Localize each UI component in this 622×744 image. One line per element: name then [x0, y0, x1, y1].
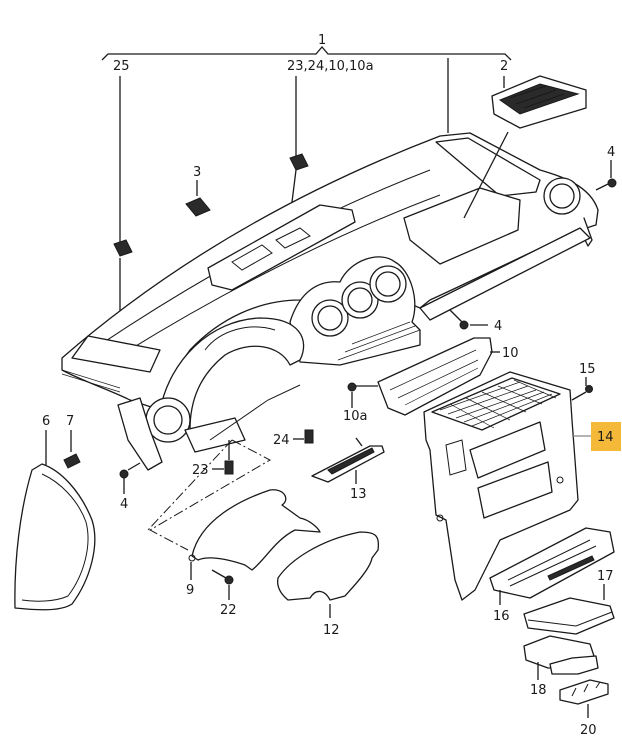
- callout-14-highlight[interactable]: 14: [572, 422, 621, 451]
- part-4-screw-right[interactable]: 4: [595, 145, 617, 191]
- part-4-screw-center[interactable]: 4: [449, 309, 502, 334]
- part-3-clip[interactable]: 3: [185, 165, 211, 217]
- label-24[interactable]: 24: [273, 433, 290, 448]
- part-9-column-cover-upper[interactable]: 9: [186, 489, 321, 598]
- label-6[interactable]: 6: [42, 414, 50, 429]
- part-10a-bolt[interactable]: 10a: [343, 382, 378, 424]
- part-2-vent-grille[interactable]: [491, 75, 587, 129]
- label-23[interactable]: 23: [192, 463, 209, 478]
- part-13-strip[interactable]: 13: [311, 437, 385, 502]
- label-9[interactable]: 9: [186, 583, 194, 598]
- part-24-clip[interactable]: 24: [273, 429, 314, 448]
- label-23-24-10-10a[interactable]: 23,24,10,10a: [287, 59, 374, 74]
- label-12[interactable]: 12: [323, 623, 340, 638]
- label-7[interactable]: 7: [66, 414, 74, 429]
- part-15-screw[interactable]: 15: [571, 362, 596, 401]
- part-6-side-cover[interactable]: 6: [14, 414, 96, 611]
- assembly-dash-line: [147, 439, 272, 551]
- label-1[interactable]: 1: [318, 33, 326, 48]
- part-22-screw[interactable]: 22: [211, 569, 237, 618]
- label-14[interactable]: 14: [597, 430, 614, 445]
- label-17[interactable]: 17: [597, 569, 614, 584]
- label-16[interactable]: 16: [493, 609, 510, 624]
- label-22[interactable]: 22: [220, 603, 237, 618]
- part-20-switch-block[interactable]: 20: [559, 679, 609, 738]
- label-2[interactable]: 2: [500, 59, 508, 74]
- clip-25[interactable]: [113, 239, 133, 257]
- part-16-tray[interactable]: 16: [489, 527, 615, 624]
- label-10[interactable]: 10: [502, 346, 519, 361]
- group-bracket: 1 25 23,24,10,10a 2: [101, 33, 512, 358]
- part-4-screw-left[interactable]: 4: [119, 462, 141, 512]
- part-12-column-cover-lower[interactable]: 12: [276, 531, 380, 638]
- label-10a[interactable]: 10a: [343, 409, 368, 424]
- label-20[interactable]: 20: [580, 723, 597, 738]
- clip-23-24[interactable]: [289, 153, 309, 171]
- part-14-console-frame[interactable]: [423, 371, 579, 601]
- label-3[interactable]: 3: [193, 165, 201, 180]
- label-15[interactable]: 15: [579, 362, 596, 377]
- part-18-module[interactable]: 18: [523, 635, 599, 698]
- part-10-bracket[interactable]: 10: [377, 337, 519, 416]
- label-25[interactable]: 25: [113, 59, 130, 74]
- label-13[interactable]: 13: [350, 487, 367, 502]
- dashboard-panel[interactable]: [61, 131, 599, 471]
- part-7-clip[interactable]: 7: [63, 414, 81, 469]
- label-18[interactable]: 18: [530, 683, 547, 698]
- part-17-module[interactable]: 17: [523, 569, 615, 635]
- label-4-right[interactable]: 4: [607, 145, 615, 160]
- label-4-left[interactable]: 4: [120, 497, 128, 512]
- label-4-center[interactable]: 4: [494, 319, 502, 334]
